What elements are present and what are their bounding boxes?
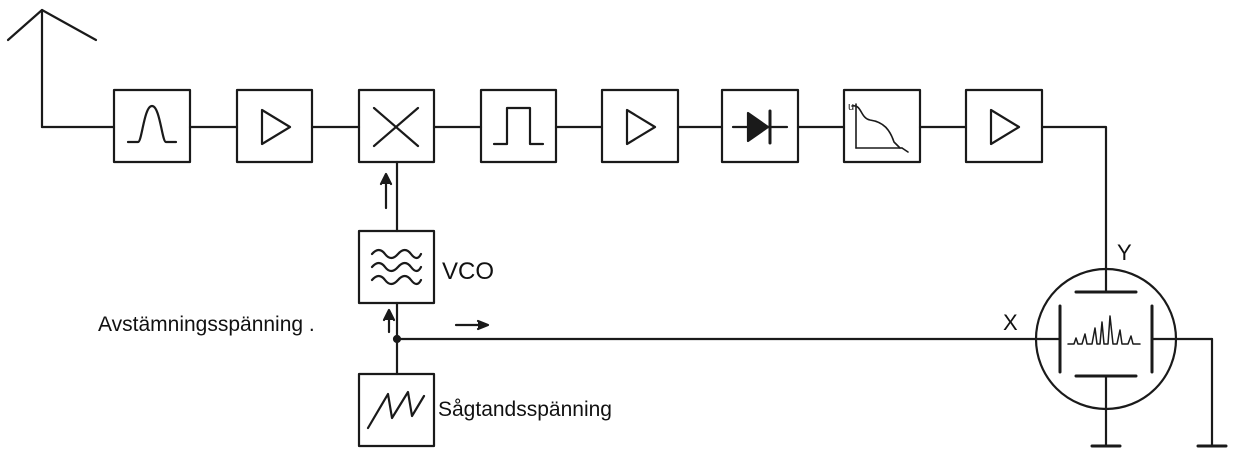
crt-display — [1034, 267, 1228, 448]
y-input-label: Y — [1117, 240, 1132, 265]
amplifier-block-2 — [600, 88, 680, 164]
bandpass-icon — [126, 104, 178, 144]
mixer-x-icon — [372, 106, 420, 148]
detector-block — [720, 88, 800, 164]
sawtooth-icon — [366, 390, 426, 430]
amplifier-triangle-icon — [260, 108, 292, 146]
amplifier-triangle-icon — [989, 108, 1021, 146]
log-characteristic-block: u — [842, 88, 922, 164]
antenna-icon — [6, 8, 116, 129]
pulse-icon — [492, 106, 545, 146]
spectrum-trace — [1067, 315, 1141, 345]
sawtooth-generator-block — [357, 372, 436, 448]
pulse-filter-block — [479, 88, 558, 164]
svg-text:u: u — [848, 101, 854, 113]
vco-to-mixer-wire — [379, 160, 399, 233]
signal-chain-wires — [188, 125, 1108, 294]
mixer-block — [357, 88, 436, 164]
sine-waves-icon — [370, 248, 423, 286]
sawtooth-voltage-label: Sågtandsspänning — [438, 398, 612, 421]
tuning-voltage-label: Avstämningsspänning . — [98, 313, 315, 336]
x-input-label: X — [1003, 310, 1018, 335]
sweep-wire — [382, 301, 1042, 376]
vco-block — [357, 229, 436, 305]
vco-label: VCO — [442, 258, 495, 285]
bandpass-filter-block — [112, 88, 192, 164]
curve-icon: u — [848, 101, 909, 153]
amplifier-block-1 — [235, 88, 314, 164]
amplifier-block-3 — [964, 88, 1044, 164]
amplifier-triangle-icon — [625, 108, 657, 146]
diode-icon — [731, 109, 789, 145]
